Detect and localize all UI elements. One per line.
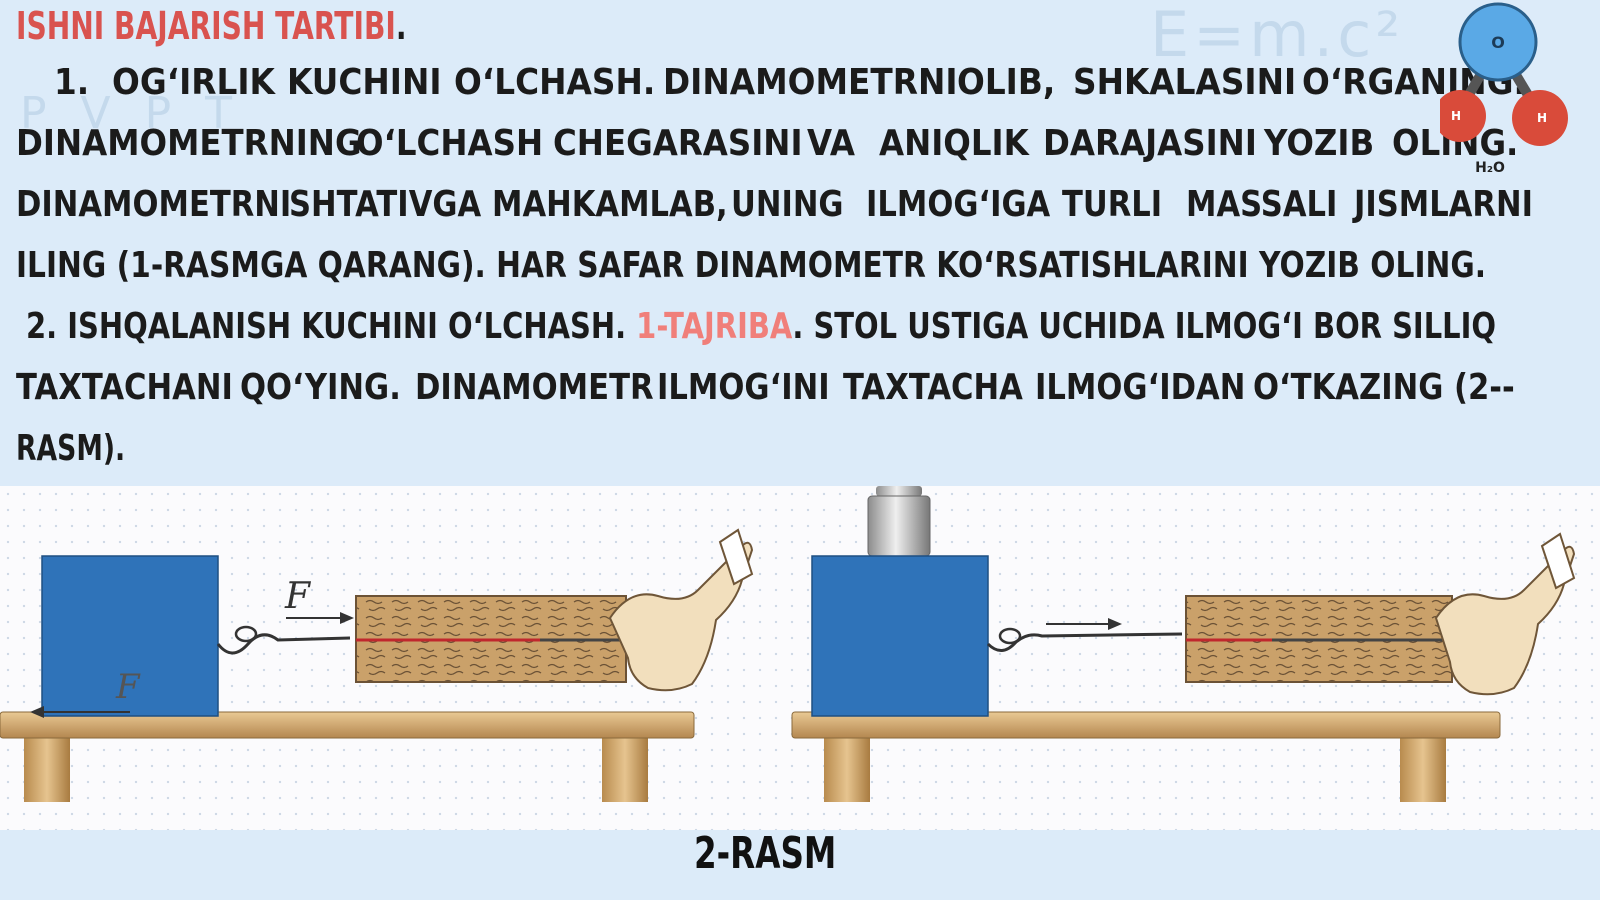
hook-loop [998, 627, 1022, 645]
paragraph2-line2-word: DINAMOMETR [415, 367, 654, 408]
figure-caption: 2-RASM [0, 828, 1530, 890]
paragraph2-line2-word: O‘TKAZING [1253, 367, 1444, 408]
wooden-block [41, 555, 219, 717]
paragraph2-line2-word: ILMOG‘INI [657, 367, 831, 408]
paragraph1-line4-text: ILING (1-RASMGA QARANG). HAR SAFAR DINAM… [16, 245, 1486, 286]
oxygen-atom [1458, 2, 1538, 82]
paragraph2-line2-word: QO‘YING. [239, 367, 401, 408]
paragraph2-line1-rest: . STOL USTIGA UCHIDA ILMOG‘I BOR SILLIQ [792, 306, 1496, 347]
heading-title: ISHNI BAJARISH TARTIBI [16, 4, 396, 48]
paragraph1-line2-word: YOZIB [1264, 123, 1375, 164]
hydrogen-atom-left [1440, 90, 1486, 142]
paragraph1-line1-word: OG‘IRLIK [112, 62, 276, 103]
friction-arrowhead [30, 706, 44, 718]
paragraph1-line3-word: TURLI [1061, 184, 1162, 225]
table-leg [602, 732, 648, 802]
hand [1434, 545, 1576, 696]
paragraph1-line3-word: DINAMOMETRNI [16, 184, 292, 225]
paragraph2-line3: RASM). [16, 418, 1506, 479]
paragraph1-line3-word: SHTATIVGA [289, 184, 482, 225]
paragraph1-line2-word: VA [806, 123, 855, 164]
paragraph2-line2-word: ILMOG‘IDAN [1035, 367, 1246, 408]
heading-period: . [395, 4, 407, 48]
water-formula-label: H₂O [1475, 160, 1505, 176]
water-molecule-icon: O H H H₂O [1440, 2, 1568, 176]
paragraph1-line3-word: MASSALI [1186, 184, 1338, 225]
paragraph2-intro: 2. ISHQALANISH KUCHINI O‘LCHASH. [26, 306, 627, 347]
table-top [791, 711, 1501, 739]
paragraph2-line2-word: TAXTACHA [843, 367, 1024, 408]
paragraph1-line3-word: MAHKAMLAB, [491, 184, 728, 225]
paragraph1-line3-word: JISMLARNI [1353, 184, 1533, 225]
setup-left: F F [0, 528, 754, 802]
paragraph1-line1-word: KUCHINI [286, 62, 442, 103]
experiment-label: 1-TAJRIBA [636, 306, 793, 347]
paragraph1-line2-word: CHEGARASINI [553, 123, 803, 164]
table-top [0, 711, 695, 739]
table-leg [24, 732, 70, 802]
force-label-top: F [284, 576, 312, 617]
figure-panel: F F [0, 486, 1600, 830]
force-arrowhead [1108, 618, 1122, 630]
hydrogen-label-right: H [1537, 111, 1547, 125]
paragraph1-line2-word: ANIQLIK [878, 123, 1029, 164]
hook-loop [234, 625, 258, 643]
paragraph1-line2-word: O‘LCHASH [356, 123, 544, 164]
paragraph1-line1-word: DINAMOMETRNI [663, 62, 958, 103]
paragraph2-line2-word: TAXTACHANI [16, 367, 233, 408]
paragraph1-line2-word: DARAJASINI [1042, 123, 1257, 164]
hydrogen-label-left: H [1451, 109, 1461, 123]
hook-wire [216, 633, 351, 655]
paragraph2-line1: 2. ISHQALANISH KUCHINI O‘LCHASH. 1-TAJRI… [16, 296, 1506, 357]
table-leg [1400, 732, 1446, 802]
hydrogen-atom-right [1512, 90, 1568, 146]
paragraph1-line1-word: O‘LCHASH. [453, 62, 656, 103]
paragraph2-line3-text: RASM). [16, 428, 126, 469]
paragraph1-line3-word: ILMOG‘IGA [865, 184, 1051, 225]
table-leg [824, 732, 870, 802]
force-label-bottom: F [115, 667, 141, 707]
oxygen-label: O [1491, 33, 1505, 52]
paragraph2-line2-word: (2-- [1454, 367, 1516, 408]
paragraph1-line1-word: OLIB, [957, 62, 1056, 103]
paragraph2-line1-text: 2. ISHQALANISH KUCHINI O‘LCHASH. 1-TAJRI… [26, 296, 1496, 357]
paragraph1-line4: ILING (1-RASMGA QARANG). HAR SAFAR DINAM… [16, 235, 1506, 296]
sleeve-cuff [718, 528, 754, 586]
caption-text: 2-RASM [693, 828, 837, 879]
paragraph1-line2-word: DINAMOMETRNING [16, 123, 362, 164]
paragraph1-line1-word: SHKALASINI [1073, 62, 1297, 103]
weight [867, 495, 931, 557]
paragraph1-line1-word: 1. [54, 62, 90, 103]
wooden-block [811, 555, 989, 717]
paragraph1-line3-word: UNING [731, 184, 844, 225]
weight-knob [876, 486, 922, 496]
friction-experiment-figure: F F [0, 486, 1576, 802]
setup-right [791, 486, 1576, 802]
section-heading: ISHNI BAJARISH TARTIBI. [16, 0, 1119, 52]
sleeve-cuff [1540, 532, 1576, 590]
force-arrowhead [340, 612, 354, 624]
hand [608, 541, 754, 692]
